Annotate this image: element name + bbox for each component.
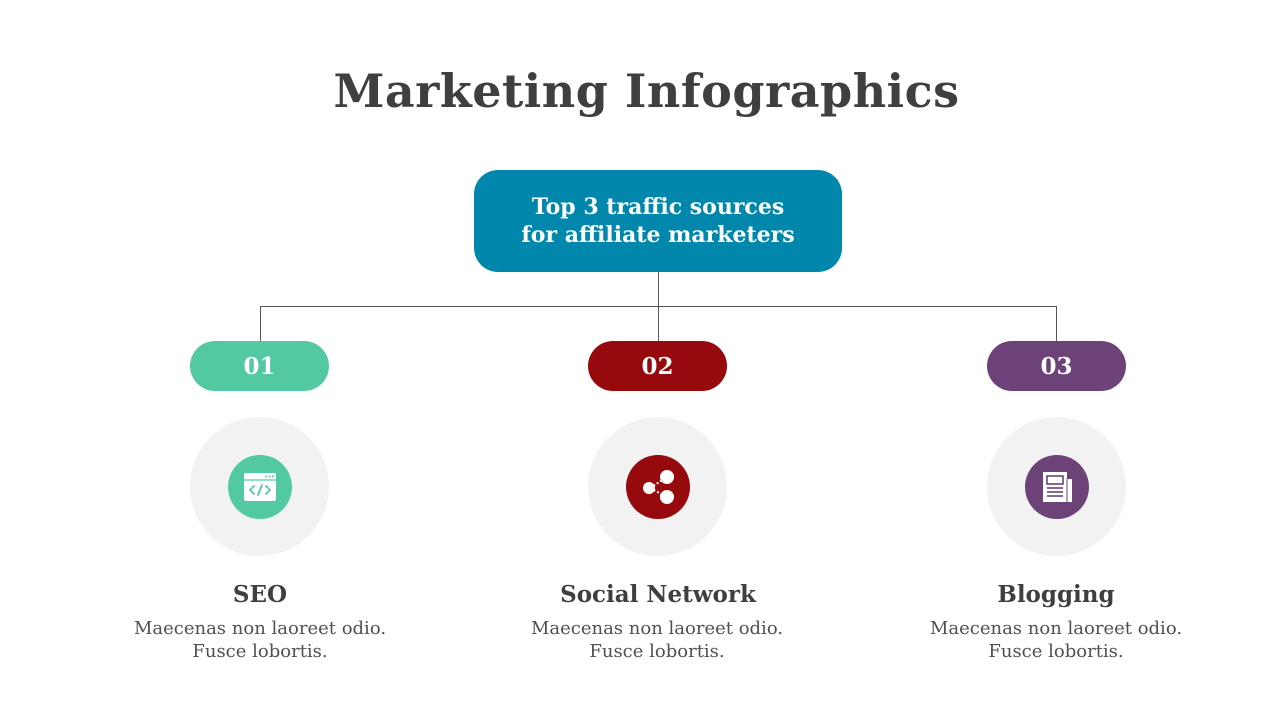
item-icon-circle (190, 417, 329, 556)
connector-branch-3 (1056, 306, 1057, 341)
item-title: Social Network (560, 581, 756, 608)
connector-root-stem (658, 272, 659, 307)
connector-branch-2 (658, 306, 659, 341)
item-number-badge: 01 (190, 341, 329, 391)
item-icon-circle (987, 417, 1126, 556)
item-title: Blogging (997, 581, 1115, 608)
share-network-icon (625, 454, 690, 519)
item-number-badge: 03 (987, 341, 1126, 391)
item-description: Maecenas non laoreet odio. Fusce loborti… (929, 618, 1183, 662)
newspaper-icon (1024, 454, 1089, 519)
page-title: Marketing Infographics (333, 64, 960, 118)
item-number-badge: 02 (588, 341, 727, 391)
item-description: Maecenas non laoreet odio. Fusce loborti… (530, 618, 784, 662)
code-window-icon (227, 454, 292, 519)
root-node: Top 3 traffic sources for affiliate mark… (474, 170, 842, 272)
item-icon-circle (588, 417, 727, 556)
connector-branch-1 (260, 306, 261, 341)
item-title: SEO (232, 581, 288, 608)
item-description: Maecenas non laoreet odio. Fusce loborti… (133, 618, 387, 662)
